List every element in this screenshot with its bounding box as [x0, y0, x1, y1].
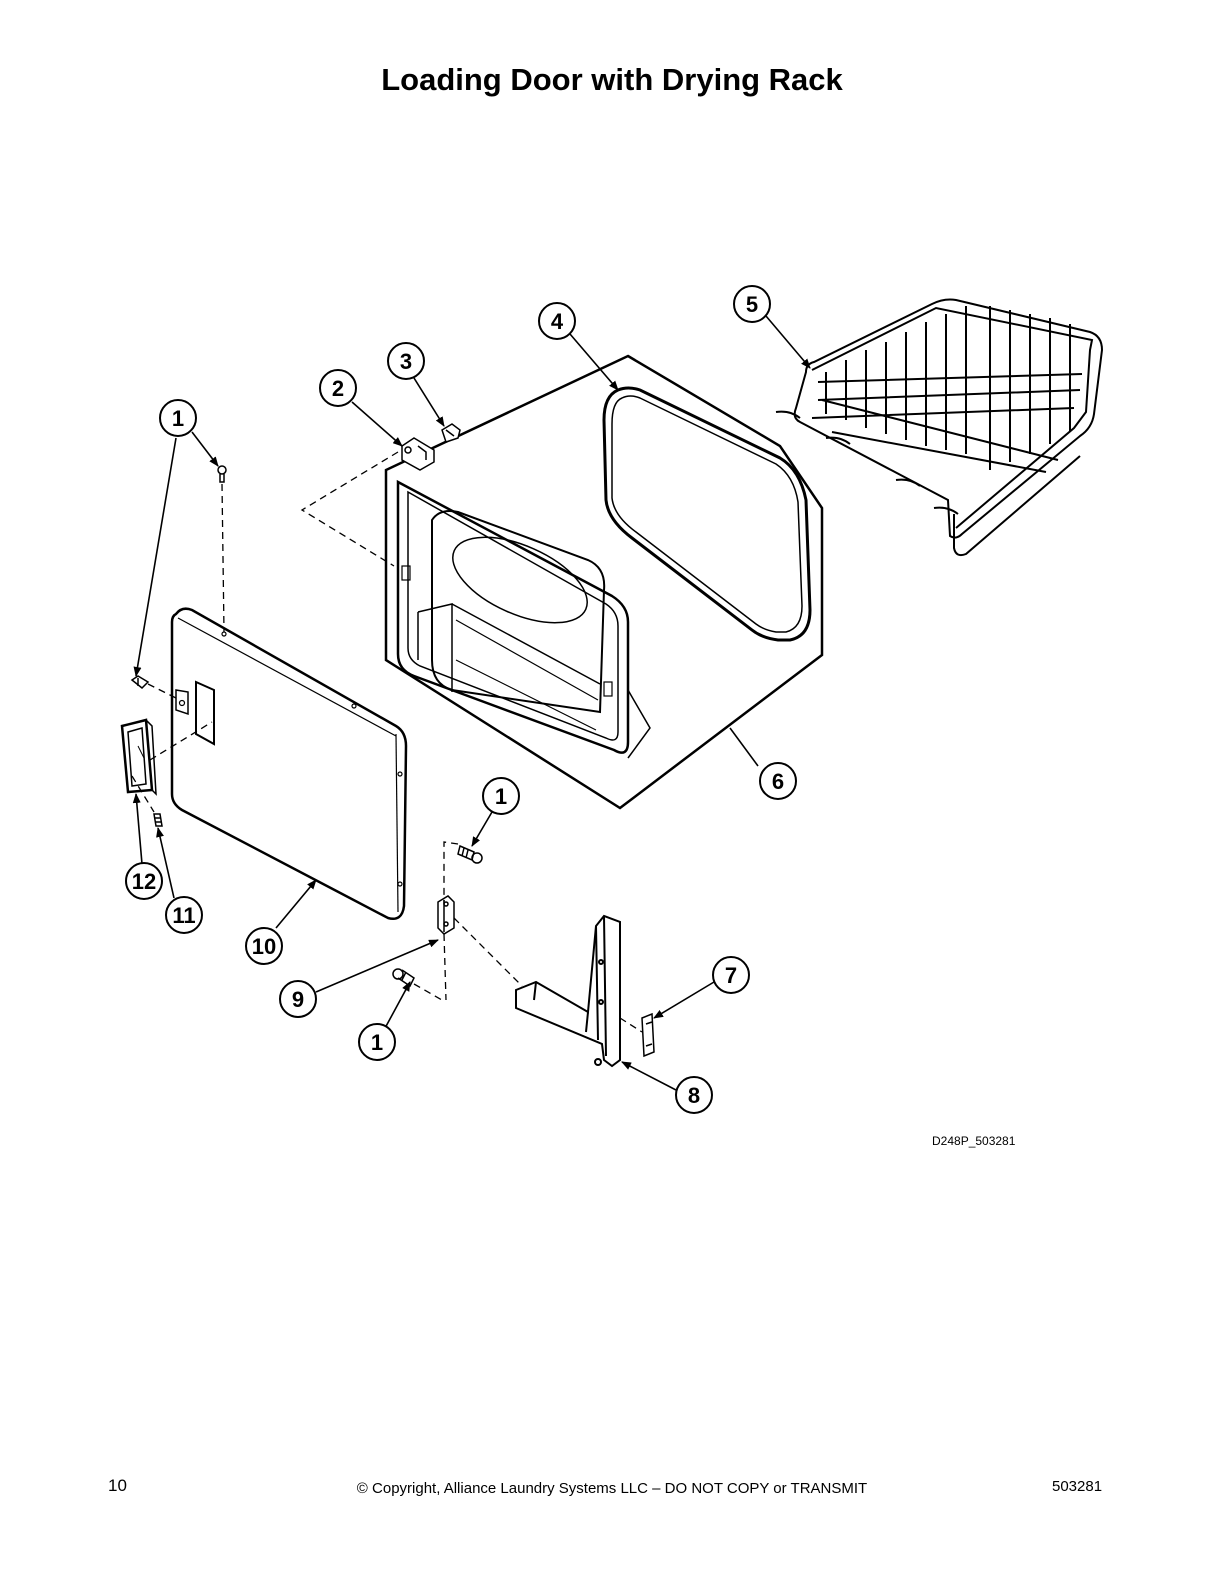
callout-5: 5: [733, 285, 771, 323]
svg-text:5: 5: [746, 292, 758, 317]
svg-text:2: 2: [332, 376, 344, 401]
door-handle-part: [120, 718, 157, 796]
door-gasket-part: [602, 386, 812, 642]
callout-1-top: 1: [159, 399, 197, 437]
callout-12: 12: [125, 862, 163, 900]
svg-text:7: 7: [725, 963, 737, 988]
callout-6: 6: [759, 762, 797, 800]
svg-text:6: 6: [772, 769, 784, 794]
bracket-clip-part: [641, 1012, 655, 1058]
callout-9: 9: [279, 980, 317, 1018]
leader-lines: [132, 315, 811, 1091]
svg-text:10: 10: [252, 934, 276, 959]
callout-11: 11: [165, 896, 203, 934]
svg-text:11: 11: [172, 903, 195, 928]
door-frame-part: [384, 354, 824, 810]
page-title: Loading Door with Drying Rack: [381, 62, 843, 97]
callout-10: 10: [245, 927, 283, 965]
svg-text:3: 3: [400, 349, 412, 374]
hinge-bracket-part: [515, 914, 621, 1068]
svg-text:12: 12: [132, 869, 156, 894]
svg-text:4: 4: [551, 309, 564, 334]
callout-8: 8: [675, 1076, 713, 1114]
footer-copyright: © Copyright, Alliance Laundry Systems LL…: [356, 1480, 868, 1497]
drying-rack-part: [775, 298, 1104, 557]
screw-parts: [130, 465, 483, 988]
loading-door-part: [170, 607, 408, 920]
callout-4: 4: [538, 302, 576, 340]
figure-id: D248P_503281: [932, 1134, 1016, 1148]
callout-1-middle: 1: [482, 777, 520, 815]
svg-text:1: 1: [172, 406, 184, 431]
svg-text:1: 1: [371, 1030, 383, 1055]
callout-2: 2: [319, 369, 357, 407]
callout-1-bottom: 1: [358, 1023, 396, 1061]
assembly-lines: [131, 451, 643, 1033]
door-strike-part: [401, 437, 435, 471]
svg-text:8: 8: [688, 1083, 700, 1108]
door-hinge-part: [437, 895, 455, 935]
callout-7: 7: [712, 956, 750, 994]
svg-text:1: 1: [495, 784, 507, 809]
svg-text:9: 9: [292, 987, 304, 1012]
door-catch-part: [441, 423, 461, 443]
callout-3: 3: [387, 342, 425, 380]
handle-screw-part: [153, 813, 163, 827]
footer-page-number: 10: [108, 1476, 127, 1495]
footer-document-number: 503281: [1052, 1478, 1103, 1495]
